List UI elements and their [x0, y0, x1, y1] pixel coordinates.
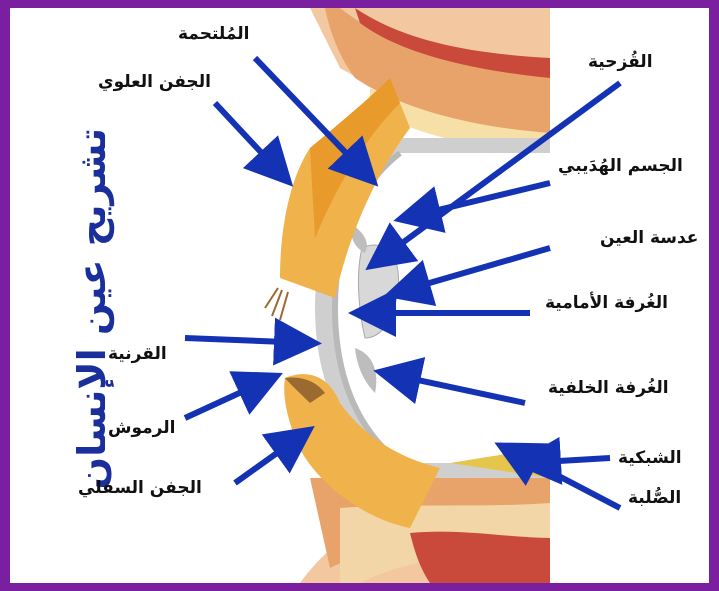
- label-conjunctiva: المُلتحمة: [178, 24, 249, 44]
- arrow-cornea: [185, 338, 310, 343]
- label-ciliary-body: الجسم الهُدَيبي: [558, 156, 683, 176]
- label-posterior-chamber: الغُرفة الخلفية: [548, 378, 669, 398]
- label-iris: القُزحية: [588, 52, 653, 72]
- label-upper-eyelid: الجفن العلوي: [98, 72, 211, 92]
- label-anterior-chamber: الغُرفة الأمامية: [545, 293, 668, 313]
- label-lens: عدسة العين: [600, 228, 698, 248]
- label-eyelashes: الرموش: [108, 418, 175, 438]
- diagram-canvas: تشريح عين الإنسان المُلتحمة الجفن العلوي…: [10, 8, 709, 583]
- arrow-upper-eyelid: [215, 103, 285, 178]
- label-retina: الشبكية: [618, 448, 682, 468]
- label-lower-eyelid: الجفن السفلي: [78, 478, 202, 498]
- arrow-eyelashes: [185, 378, 272, 418]
- label-sclera: الصُّلبة: [628, 488, 681, 508]
- diagram-title: تشريح عين الإنسان: [70, 128, 120, 378]
- arrow-lower-eyelid: [235, 433, 305, 483]
- label-cornea: القرنية: [108, 344, 167, 364]
